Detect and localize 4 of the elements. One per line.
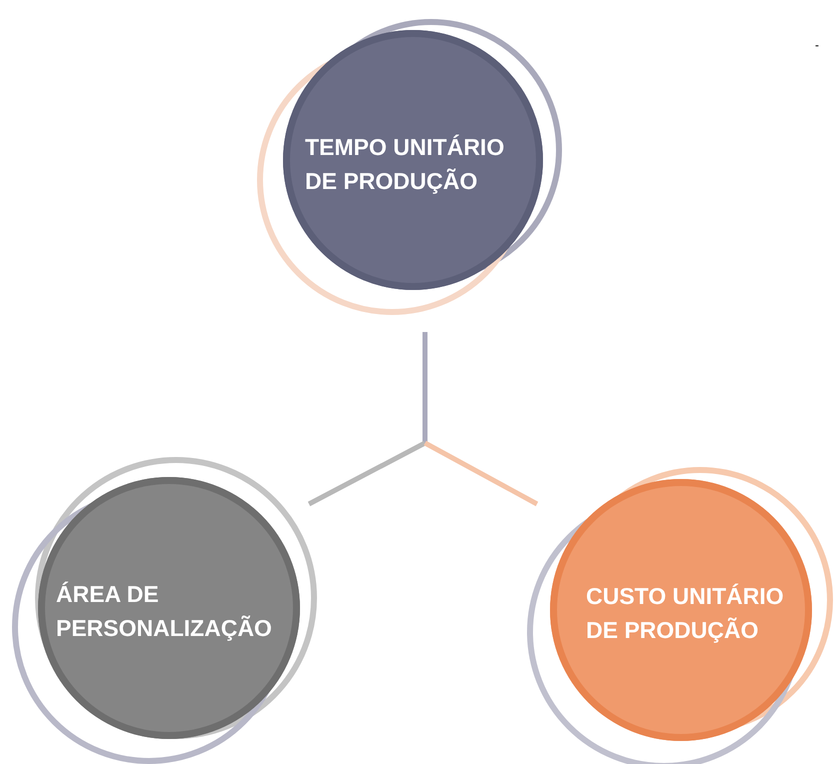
topic-label: CUSTO UNITÁRIO DE PRODUÇÃO: [586, 582, 785, 645]
topic-label: TEMPO UNITÁRIO DE PRODUÇÃO: [305, 133, 506, 196]
topic-label: ÁREA DE PERSONALIZAÇÃO: [56, 580, 273, 643]
stray-mark: -: [815, 37, 819, 54]
